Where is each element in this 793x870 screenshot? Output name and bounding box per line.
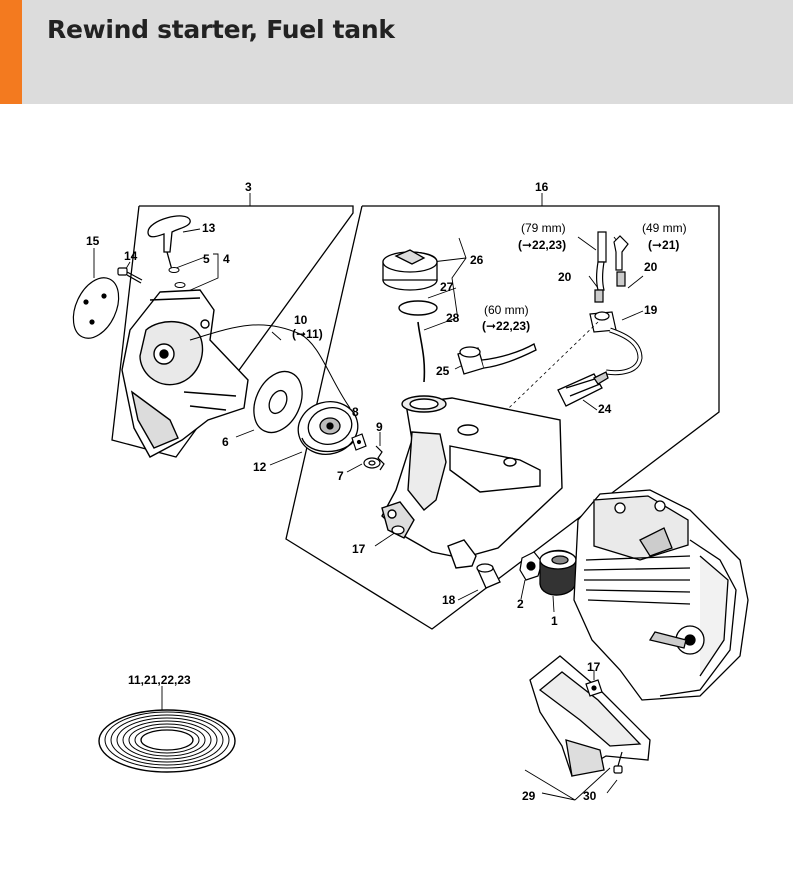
part-fuel-filter bbox=[557, 371, 609, 407]
leader-lines bbox=[93, 193, 644, 801]
callout-4: 4 bbox=[223, 252, 230, 266]
callout-5: 5 bbox=[203, 252, 210, 266]
hose-ref-60: (➞22,23) bbox=[482, 319, 530, 333]
callout-15: 15 bbox=[86, 234, 100, 248]
part-rope-rotor bbox=[297, 401, 359, 455]
part-starter-rope bbox=[189, 324, 351, 409]
part-screw-14 bbox=[117, 267, 143, 284]
assembly-guide-line bbox=[485, 321, 599, 431]
part-nut bbox=[519, 551, 543, 581]
callout-18: 18 bbox=[442, 593, 456, 607]
part-fan-housing bbox=[121, 289, 249, 458]
part-fuel-tank bbox=[381, 395, 563, 569]
part-strap bbox=[417, 321, 426, 383]
callout-10-ref: (➞11) bbox=[292, 327, 323, 341]
hose-length-60: (60 mm) bbox=[484, 303, 529, 317]
part-spring-clip bbox=[375, 445, 385, 471]
callout-labels: 3 16 13 5 4 15 14 10 (➞11) 6 12 7 8 9 26… bbox=[86, 180, 687, 803]
part-bushing-17a bbox=[391, 525, 405, 535]
callout-14: 14 bbox=[124, 249, 138, 263]
part-spiral-spring bbox=[98, 709, 236, 773]
part-bushing-17b bbox=[585, 679, 603, 697]
part-screw-30 bbox=[613, 751, 623, 774]
callout-24: 24 bbox=[598, 402, 612, 416]
part-rewind-spring bbox=[253, 370, 303, 434]
callout-27: 27 bbox=[440, 280, 454, 294]
callout-17-tank: 17 bbox=[352, 542, 366, 556]
callout-9: 9 bbox=[376, 420, 383, 434]
hose-ref-79: (➞22,23) bbox=[518, 238, 566, 252]
part-engine-block bbox=[573, 489, 749, 701]
callout-8: 8 bbox=[352, 405, 359, 419]
callout-13: 13 bbox=[202, 221, 216, 235]
part-pawl bbox=[351, 433, 367, 451]
callout-7: 7 bbox=[337, 469, 344, 483]
callout-29: 29 bbox=[522, 789, 536, 803]
callout-20-left: 20 bbox=[558, 270, 572, 284]
callout-11-21-22-23: 11,21,22,23 bbox=[128, 673, 191, 687]
callout-26: 26 bbox=[470, 253, 484, 267]
callout-30: 30 bbox=[583, 789, 597, 803]
part-tank-cap bbox=[382, 249, 438, 291]
hose-ref-49: (➞21) bbox=[648, 238, 679, 252]
callout-28: 28 bbox=[446, 311, 460, 325]
part-fuel-hoses bbox=[589, 231, 643, 376]
part-starter-grip bbox=[147, 215, 191, 271]
page-title: Rewind starter, Fuel tank bbox=[47, 15, 395, 44]
callout-6: 6 bbox=[222, 435, 229, 449]
part-grommet bbox=[457, 343, 537, 375]
callout-25: 25 bbox=[436, 364, 450, 378]
part-spacer bbox=[476, 563, 501, 589]
part-shroud bbox=[529, 655, 651, 777]
callout-12: 12 bbox=[253, 460, 267, 474]
frame-fuel-tank bbox=[285, 205, 720, 630]
part-cover-disc bbox=[72, 277, 120, 339]
part-washer bbox=[363, 457, 381, 469]
callout-3: 3 bbox=[245, 180, 252, 194]
callout-20-right: 20 bbox=[644, 260, 658, 274]
group-frames bbox=[111, 205, 720, 630]
part-rings-5 bbox=[168, 267, 186, 288]
part-o-ring bbox=[398, 300, 438, 316]
header-band bbox=[0, 0, 793, 104]
header-accent-bar bbox=[0, 0, 22, 104]
callout-1: 1 bbox=[551, 614, 558, 628]
callout-10: 10 bbox=[294, 313, 308, 327]
callout-2: 2 bbox=[517, 597, 524, 611]
part-flywheel-bell bbox=[539, 549, 577, 596]
callout-19: 19 bbox=[644, 303, 658, 317]
callout-17-shroud: 17 bbox=[587, 660, 601, 674]
hose-length-49: (49 mm) bbox=[642, 221, 687, 235]
frame-rewind-starter bbox=[111, 205, 354, 458]
callout-16: 16 bbox=[535, 180, 549, 194]
hose-length-79: (79 mm) bbox=[521, 221, 566, 235]
